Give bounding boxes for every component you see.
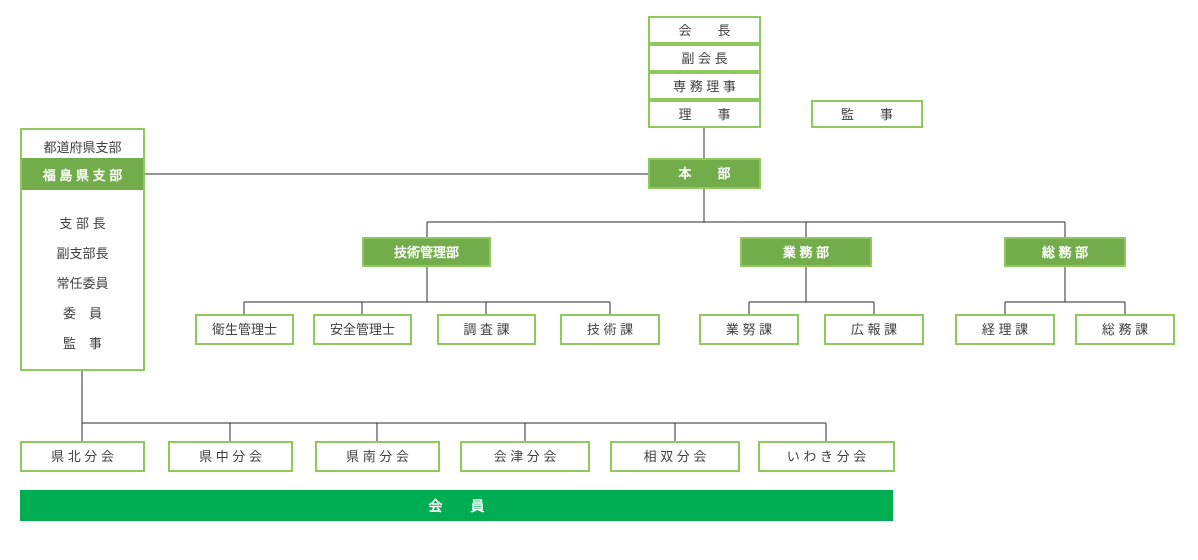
- node-branch-kennan: 県 南 分 会: [315, 441, 440, 472]
- node-director: 理 事: [648, 100, 761, 128]
- node-branch-iwaki: い わ き 分 会: [758, 441, 895, 472]
- node-section-accounting: 経 理 課: [955, 314, 1055, 345]
- branch-role-committee: 委 員: [62, 305, 102, 321]
- node-dept-general-affairs: 総 務 部: [1004, 237, 1126, 267]
- node-branch-kenpoku: 県 北 分 会: [20, 441, 145, 472]
- node-section-hygiene-manager: 衛生管理士: [195, 314, 294, 345]
- node-executive-director: 専 務 理 事: [648, 72, 761, 100]
- node-headquarters: 本 部: [648, 158, 761, 189]
- node-section-public-relations: 広 報 課: [824, 314, 924, 345]
- node-section-general-affairs: 総 務 課: [1075, 314, 1175, 345]
- branch-role-standing-committee: 常任委員: [56, 275, 109, 291]
- branch-role-auditor: 監 事: [62, 335, 102, 351]
- node-vice-chairman: 副 会 長: [648, 44, 761, 72]
- node-dept-operations: 業 務 部: [740, 237, 872, 267]
- panel-prefecture-branch-header: 都道府県支部: [43, 140, 122, 155]
- node-branch-soso: 相 双 分 会: [610, 441, 740, 472]
- branch-role-list: 支 部 長 副支部長 常任委員 委 員 監 事: [22, 213, 143, 351]
- node-branch-kenchu: 県 中 分 会: [168, 441, 293, 472]
- node-section-technical: 技 術 課: [560, 314, 660, 345]
- node-section-safety-manager: 安全管理士: [313, 314, 412, 345]
- node-auditor: 監 事: [811, 100, 923, 128]
- branch-role-vice-chief: 副支部長: [56, 245, 109, 261]
- panel-prefecture-branch: 都道府県支部 福 島 県 支 部 支 部 長 副支部長 常任委員 委 員 監 事: [20, 128, 145, 371]
- node-branch-aizu: 会 津 分 会: [460, 441, 590, 472]
- node-section-operations: 業 努 課: [699, 314, 799, 345]
- node-chairman: 会 長: [648, 16, 761, 44]
- node-section-research: 調 査 課: [437, 314, 536, 345]
- node-fukushima-branch: 福 島 県 支 部: [22, 158, 143, 190]
- branch-role-chief: 支 部 長: [59, 215, 106, 231]
- node-dept-technical-management: 技術管理部: [362, 237, 491, 267]
- members-bar: 会 員: [20, 490, 893, 521]
